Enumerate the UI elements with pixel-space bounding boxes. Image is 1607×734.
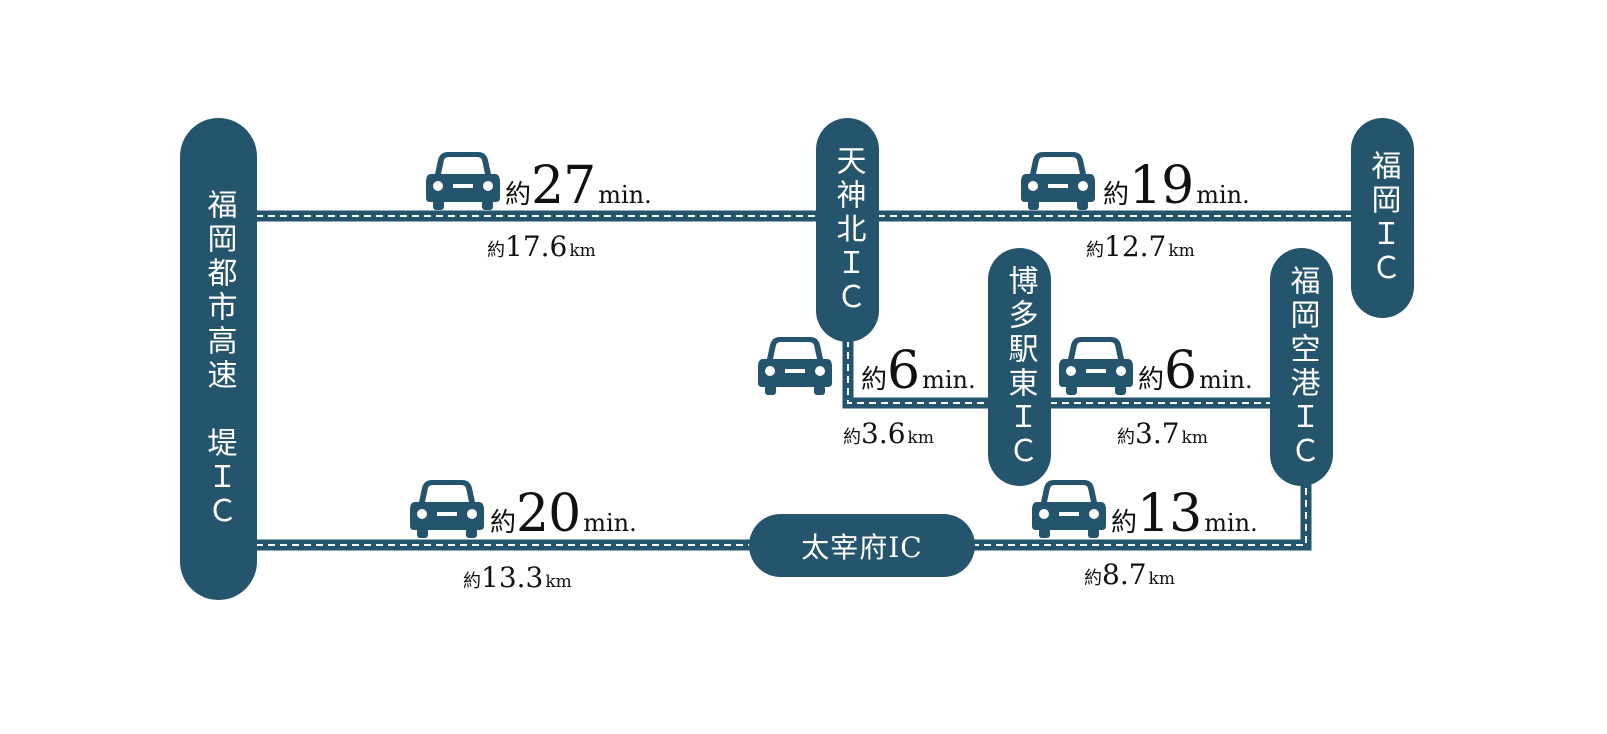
node-hakataekihigashi-ic-label: 博多駅東ＩＣ	[1002, 265, 1038, 469]
car-icon	[426, 152, 500, 210]
node-dazaifu-ic: 太宰府IC	[749, 514, 975, 577]
car-icon	[1059, 337, 1133, 395]
car-icon	[1021, 152, 1095, 210]
node-tsutsumi-ic-label: 福岡都市高速 堤ＩＣ	[201, 189, 237, 529]
node-dazaifu-ic-label: 太宰府IC	[801, 530, 923, 564]
node-tsutsumi-ic: 福岡都市高速 堤ＩＣ	[180, 118, 257, 600]
car-icon	[1032, 480, 1106, 538]
node-hakataekihigashi-ic: 博多駅東ＩＣ	[988, 248, 1051, 486]
road-tenjinkita-hakataekihigashi	[842, 340, 990, 409]
node-fukuokakuko-ic: 福岡空港ＩＣ	[1270, 248, 1333, 486]
car-icon	[758, 337, 832, 395]
node-fukuokakuko-ic-label: 福岡空港ＩＣ	[1284, 265, 1320, 469]
node-tenjinkita-ic: 天神北ＩＣ	[816, 118, 879, 342]
node-fukuoka-ic-label: 福岡ＩＣ	[1365, 150, 1401, 286]
road-dazaifu-fukuokakuko	[972, 480, 1312, 551]
node-tenjinkita-ic-label: 天神北ＩＣ	[830, 145, 866, 315]
car-icon	[410, 480, 484, 538]
node-fukuoka-ic: 福岡ＩＣ	[1351, 118, 1414, 318]
